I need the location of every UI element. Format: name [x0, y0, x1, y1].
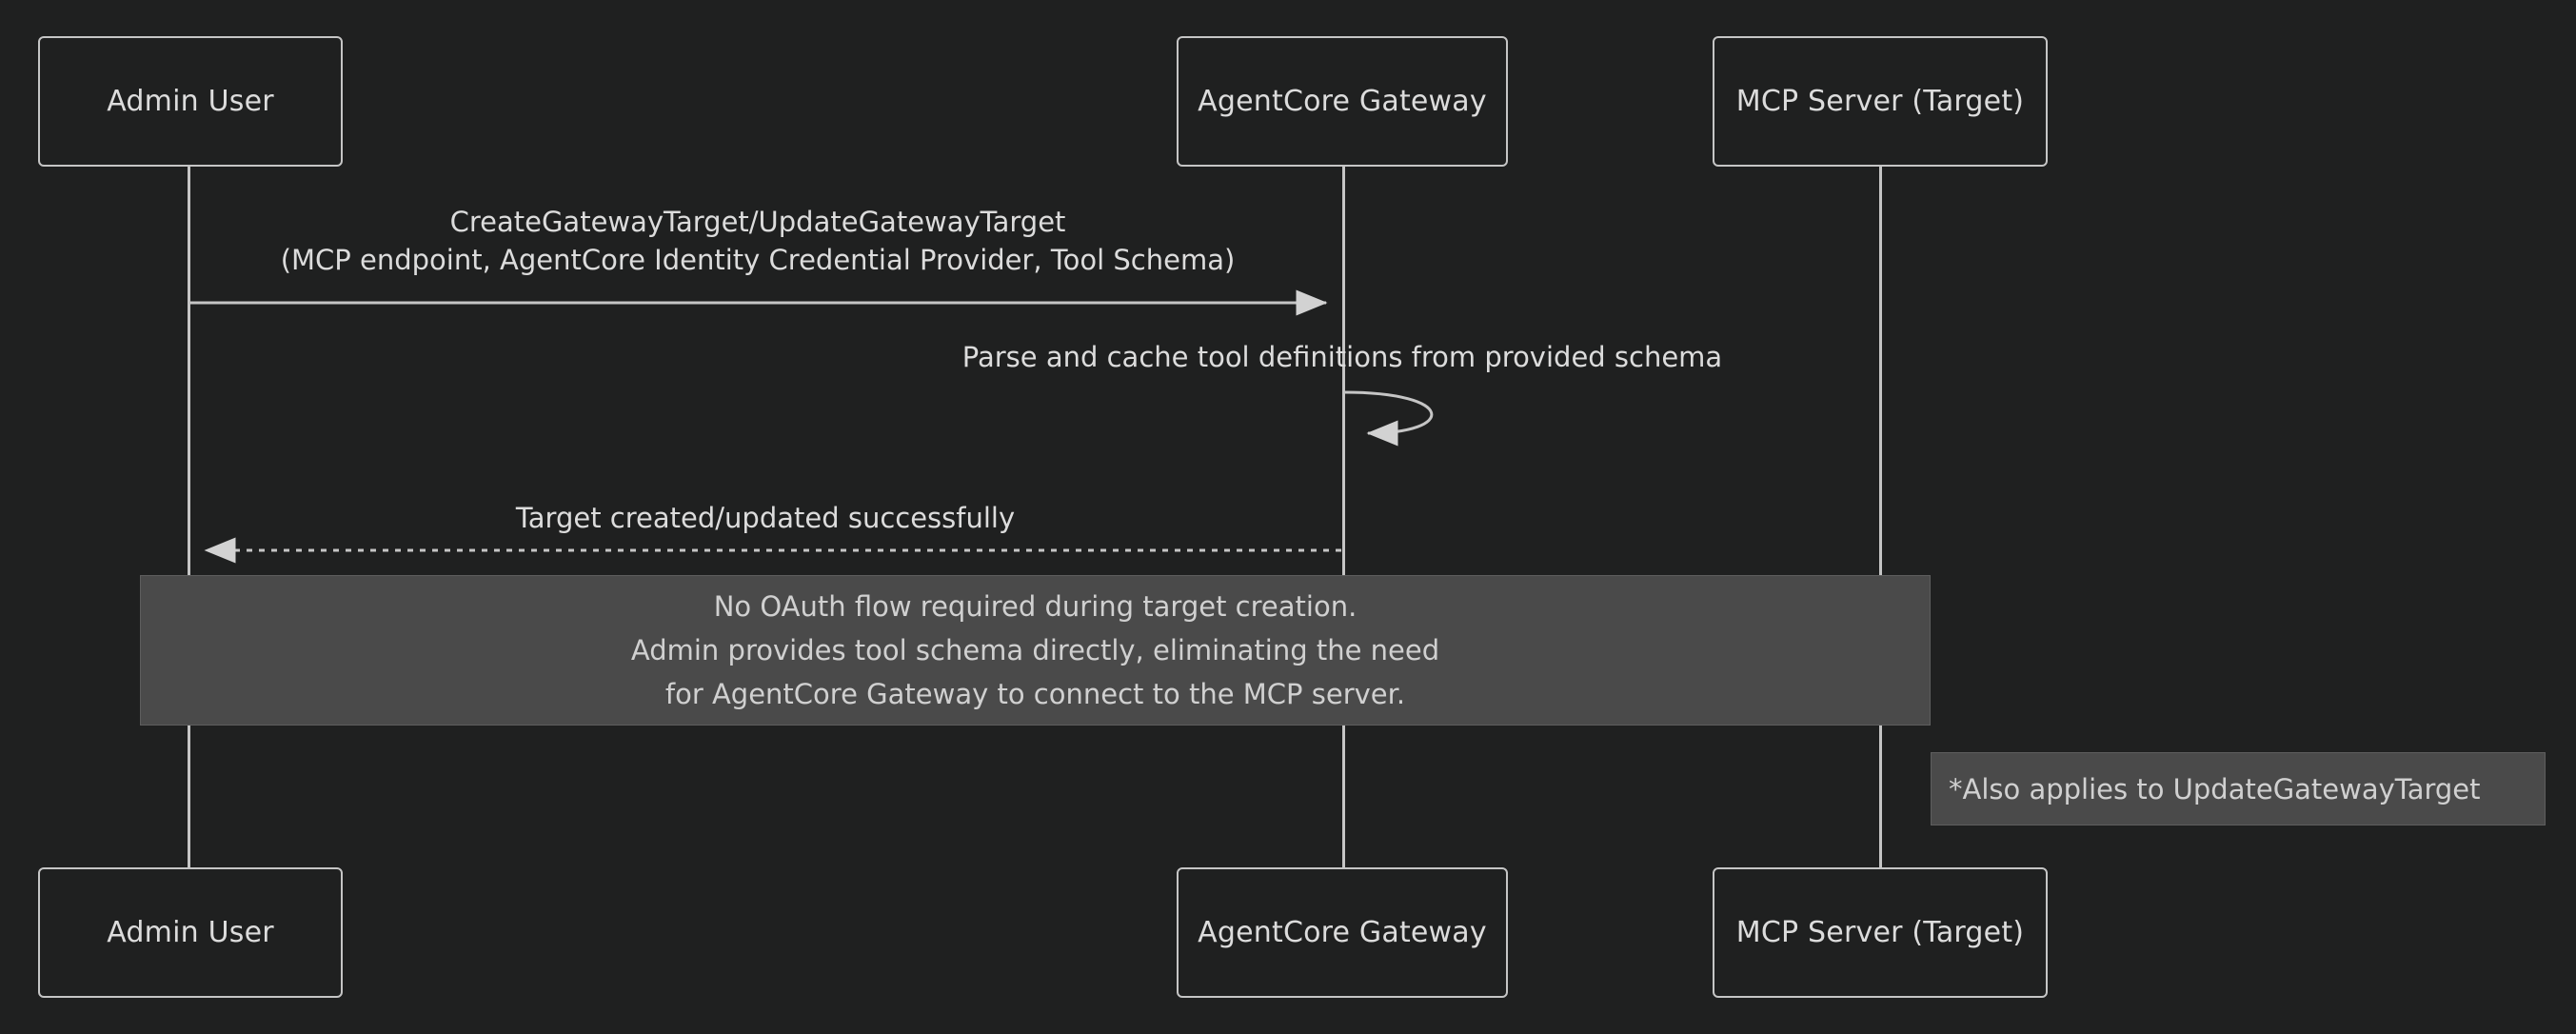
participant-mcp-server-bottom[interactable]: MCP Server (Target): [1713, 867, 2048, 998]
participant-agentcore-gateway-top[interactable]: AgentCore Gateway: [1177, 36, 1508, 167]
participant-label: Admin User: [107, 85, 274, 118]
participant-admin-user-top[interactable]: Admin User: [38, 36, 343, 167]
participant-label: AgentCore Gateway: [1198, 916, 1487, 949]
message-label-line: Target created/updated successfully: [515, 502, 1016, 534]
lifeline-admin-user: [188, 167, 190, 868]
lifeline-mcp-server: [1879, 167, 1882, 868]
participant-agentcore-gateway-bottom[interactable]: AgentCore Gateway: [1177, 867, 1508, 998]
participant-label: MCP Server (Target): [1735, 916, 2025, 949]
participant-label: AgentCore Gateway: [1198, 85, 1487, 118]
message-label-target-created: Target created/updated successfully: [189, 499, 1341, 537]
message-label-line: Parse and cache tool definitions from pr…: [961, 341, 1723, 373]
note-line: *Also applies to UpdateGatewayTarget: [1949, 772, 2481, 805]
lifeline-agentcore-gateway: [1342, 167, 1345, 868]
note-no-oauth-flow: No OAuth flow required during target cre…: [140, 575, 1931, 726]
note-line: for AgentCore Gateway to connect to the …: [664, 678, 1406, 710]
participant-label: Admin User: [107, 916, 274, 949]
participant-mcp-server-top[interactable]: MCP Server (Target): [1713, 36, 2048, 167]
message-label-parse-cache: Parse and cache tool definitions from pr…: [781, 338, 1904, 376]
message-arrow-self-loop-parse-cache: [1343, 390, 1434, 447]
message-label-line: (MCP endpoint, AgentCore Identity Creden…: [280, 244, 1236, 276]
note-also-applies-to-update-gateway-target: *Also applies to UpdateGatewayTarget: [1931, 752, 2546, 825]
message-label-line: CreateGatewayTarget/UpdateGatewayTarget: [449, 206, 1066, 238]
participant-label: MCP Server (Target): [1735, 85, 2025, 118]
message-label-create-target: CreateGatewayTarget/UpdateGatewayTarget …: [189, 203, 1326, 279]
participant-admin-user-bottom[interactable]: Admin User: [38, 867, 343, 998]
note-line: No OAuth flow required during target cre…: [713, 590, 1357, 623]
note-line: Admin provides tool schema directly, eli…: [630, 634, 1440, 666]
